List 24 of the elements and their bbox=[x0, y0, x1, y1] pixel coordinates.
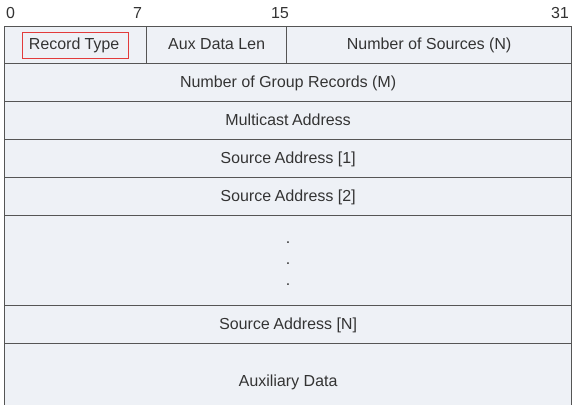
field-cell bbox=[4, 215, 572, 306]
field-name: Auxiliary Data bbox=[238, 372, 338, 392]
field-name: Aux Data Len bbox=[168, 35, 265, 55]
field-cell bbox=[4, 177, 572, 216]
vertical-ellipsis: . . . bbox=[284, 229, 292, 291]
bit-number: 31 bbox=[551, 5, 569, 23]
field-cell bbox=[4, 26, 147, 64]
field-name: Multicast Address bbox=[225, 110, 351, 130]
highlighted-field-name: Record Type bbox=[22, 32, 130, 58]
field-name: Source Address [1] bbox=[220, 148, 356, 168]
field-name: Source Address [2] bbox=[220, 186, 356, 206]
bit-number: 0 bbox=[6, 5, 15, 23]
field-cell bbox=[286, 26, 572, 64]
bit-number: 15 bbox=[271, 5, 289, 23]
field-cell bbox=[146, 26, 287, 64]
field-cell bbox=[4, 305, 572, 344]
field-cell bbox=[4, 63, 572, 102]
field-name: Number of Sources (N) bbox=[346, 35, 512, 55]
field-name: Source Address [N] bbox=[219, 314, 357, 334]
bit-number: 7 bbox=[133, 5, 142, 23]
field-cell bbox=[4, 139, 572, 178]
field-name: Number of Group Records (M) bbox=[180, 72, 396, 92]
field-cell bbox=[4, 343, 572, 405]
field-cell bbox=[4, 101, 572, 140]
